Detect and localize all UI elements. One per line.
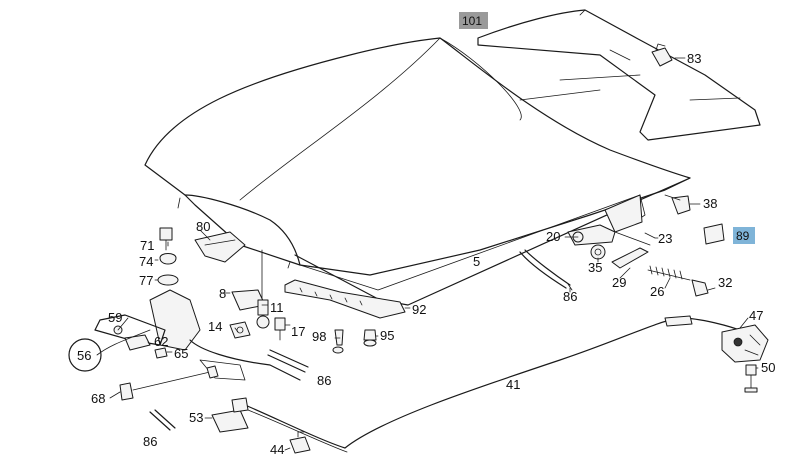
lower-parts [149,249,573,454]
part-label-62: 62 [154,334,168,349]
part-label-86-c: 86 [143,434,157,449]
part-label-47: 47 [749,308,763,323]
part-label-17: 17 [291,324,305,339]
part-label-44: 44 [270,442,284,457]
part-label-71: 71 [140,238,154,253]
part-label-56: 56 [77,348,91,363]
part-label-53: 53 [189,410,203,425]
part-label-11: 11 [270,300,284,315]
part-label-98: 98 [312,329,326,344]
leader-lines [96,57,759,451]
part-label-86-b: 86 [317,373,331,388]
clip-83 [651,43,673,67]
part-label-41: 41 [506,377,520,392]
part-label-35: 35 [588,260,602,275]
part-label-26: 26 [650,284,664,299]
release-cable [244,315,746,453]
part-label-5: 5 [473,254,480,269]
part-label-14: 14 [208,319,222,334]
part-label-38: 38 [703,196,717,211]
part-label-101: 101 [462,14,482,28]
label-101-highlight [459,12,488,29]
part-label-32: 32 [718,275,732,290]
label-89-highlight [733,227,755,244]
part-label-68: 68 [91,391,105,406]
part-label-23: 23 [658,231,672,246]
part-label-29: 29 [612,275,626,290]
part-label-80: 80 [196,219,210,234]
hood-hinge-assembly [567,194,725,297]
part-label-77: 77 [139,273,153,288]
part-label-65: 65 [174,346,188,361]
callout-circle-56 [68,338,102,372]
part-label-92: 92 [412,302,426,317]
part-label-74: 74 [139,254,153,269]
part-label-50: 50 [761,360,775,375]
part-label-86-a: 86 [563,289,577,304]
seal-strip [284,279,406,354]
part-label-89: 89 [736,229,750,243]
left-bracket-parts [157,227,286,341]
latch-assembly-left [94,289,301,401]
part-label-59: 59 [108,310,122,325]
part-label-8: 8 [219,286,226,301]
part-label-83: 83 [687,51,701,66]
part-label-95: 95 [380,328,394,343]
part-label-20: 20 [546,229,560,244]
hood-panel [144,37,691,306]
hood-insulation-mat [477,9,761,141]
latch-right [721,324,769,393]
